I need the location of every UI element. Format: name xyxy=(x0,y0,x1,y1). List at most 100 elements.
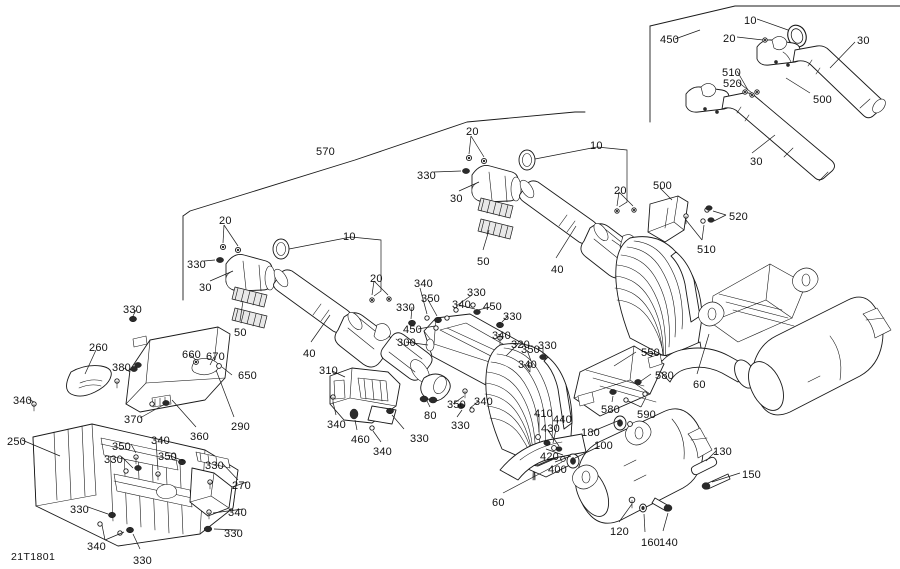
callout-ref-20: 20 xyxy=(219,215,232,227)
callout-ref-550: 550 xyxy=(641,347,660,359)
center-bracket-leaders xyxy=(331,370,405,443)
callout-ref-10: 10 xyxy=(744,15,757,27)
callout-ref-260: 260 xyxy=(89,342,108,354)
callout-ref-10: 10 xyxy=(343,231,356,243)
callout-ref-250: 250 xyxy=(7,436,26,448)
inset-leaders xyxy=(674,18,856,154)
right-muffler-leaders xyxy=(696,333,710,375)
callout-ref-30: 30 xyxy=(450,193,463,205)
callout-ref-340: 340 xyxy=(518,359,537,371)
callout-ref-270: 270 xyxy=(232,480,251,492)
callout-ref-330: 330 xyxy=(396,302,415,314)
callout-ref-350: 350 xyxy=(158,451,177,463)
callout-ref-30: 30 xyxy=(857,35,870,47)
left-upper-shield-290 xyxy=(125,326,231,413)
rear-muffler-body xyxy=(572,408,713,524)
callout-ref-410: 410 xyxy=(534,408,553,420)
callout-ref-400: 400 xyxy=(548,464,567,476)
callout-ref-460: 460 xyxy=(351,434,370,446)
lower-heatshield-550 xyxy=(573,345,665,417)
callout-ref-520: 520 xyxy=(723,78,742,90)
callout-ref-120: 120 xyxy=(610,526,629,538)
callout-ref-350: 350 xyxy=(112,441,131,453)
callout-ref-330: 330 xyxy=(187,259,206,271)
callout-ref-500: 500 xyxy=(653,180,672,192)
center-shield-hardware xyxy=(408,302,547,413)
callout-ref-330: 330 xyxy=(538,340,557,352)
callout-ref-320: 320 xyxy=(511,339,530,351)
center-manifold-leaders xyxy=(433,135,634,259)
callout-ref-40: 40 xyxy=(551,264,564,276)
center-corrugated-320 xyxy=(484,343,573,481)
callout-ref-40: 40 xyxy=(303,348,316,360)
callout-ref-330: 330 xyxy=(224,528,243,540)
callout-ref-150: 150 xyxy=(742,469,761,481)
inset-frame-top-right xyxy=(649,5,900,123)
callout-ref-350: 350 xyxy=(421,293,440,305)
rear-muffler-hardware xyxy=(535,415,731,513)
callout-ref-380: 380 xyxy=(112,362,131,374)
callout-ref-450: 450 xyxy=(403,324,422,336)
callout-ref-340: 340 xyxy=(87,541,106,553)
callout-ref-330: 330 xyxy=(451,420,470,432)
callout-ref-590: 590 xyxy=(637,409,656,421)
callout-ref-140: 140 xyxy=(659,537,678,549)
callout-ref-340: 340 xyxy=(414,278,433,290)
callout-ref-160: 160 xyxy=(641,537,660,549)
bellows-50-left xyxy=(231,286,268,329)
callout-ref-340: 340 xyxy=(327,419,346,431)
callout-ref-130: 130 xyxy=(713,446,732,458)
callout-ref-290: 290 xyxy=(231,421,250,433)
callout-ref-20: 20 xyxy=(466,126,479,138)
callout-ref-510: 510 xyxy=(697,244,716,256)
left-main-heatshield-250 xyxy=(32,423,239,547)
callout-ref-330: 330 xyxy=(205,460,224,472)
left-heatshield-hardware xyxy=(97,454,213,536)
callout-ref-500: 500 xyxy=(813,94,832,106)
callout-ref-50: 50 xyxy=(477,256,490,268)
bellows-50 xyxy=(477,197,514,240)
callout-ref-430: 430 xyxy=(541,423,560,435)
callout-ref-330: 330 xyxy=(104,454,123,466)
callout-ref-180: 180 xyxy=(581,427,600,439)
callout-ref-510: 510 xyxy=(722,67,741,79)
callout-ref-340: 340 xyxy=(474,396,493,408)
callout-ref-340: 340 xyxy=(151,435,170,447)
callout-ref-450: 450 xyxy=(483,301,502,313)
callout-ref-330: 330 xyxy=(70,504,89,516)
callout-ref-340: 340 xyxy=(228,507,247,519)
callout-ref-330: 330 xyxy=(417,170,436,182)
callout-ref-330: 330 xyxy=(503,311,522,323)
inset-lower-ypipe xyxy=(685,83,835,182)
callout-ref-420: 420 xyxy=(540,451,559,463)
left-heatshield-leaders xyxy=(21,439,248,550)
callout-ref-450: 450 xyxy=(660,34,679,46)
document-id: 21T1801 xyxy=(11,551,56,563)
callout-ref-340: 340 xyxy=(492,330,511,342)
callout-ref-370: 370 xyxy=(124,414,143,426)
callout-ref-440: 440 xyxy=(553,414,572,426)
callout-ref-20: 20 xyxy=(614,185,627,197)
callout-ref-520: 520 xyxy=(729,211,748,223)
rear-muffler-leaders xyxy=(502,414,741,533)
callout-ref-330: 330 xyxy=(410,433,429,445)
callout-ref-60: 60 xyxy=(492,497,505,509)
left-upper-shield-leaders xyxy=(27,309,235,428)
callout-ref-330: 330 xyxy=(123,304,142,316)
callout-ref-330: 330 xyxy=(467,287,486,299)
lower-heatshield-hardware xyxy=(609,379,648,403)
inset-upper-ypipe xyxy=(756,36,886,119)
callout-ref-50: 50 xyxy=(234,327,247,339)
right-shield-hardware xyxy=(683,205,715,225)
main-frame-outline-570 xyxy=(182,111,586,301)
right-shield-500 xyxy=(647,195,689,243)
left-small-shield-260 xyxy=(66,365,112,397)
callout-ref-20: 20 xyxy=(370,273,383,285)
callout-ref-80: 80 xyxy=(424,410,437,422)
callout-ref-30: 30 xyxy=(750,156,763,168)
callout-ref-580: 580 xyxy=(601,404,620,416)
callout-ref-300: 300 xyxy=(397,337,416,349)
callout-ref-100: 100 xyxy=(594,440,613,452)
callout-ref-60: 60 xyxy=(693,379,706,391)
